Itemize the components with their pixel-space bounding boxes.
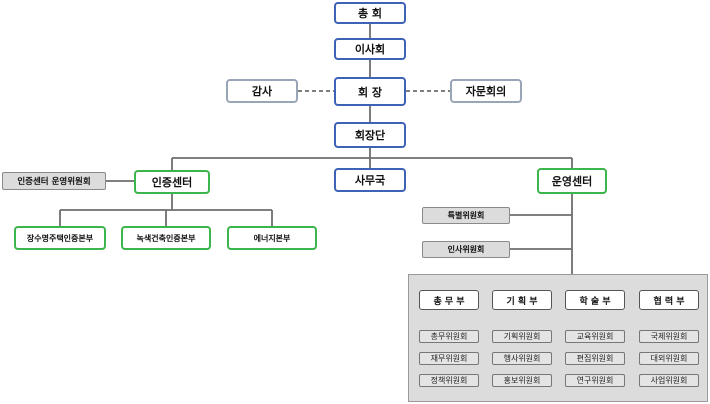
department-box: 협 력 부 <box>639 290 699 310</box>
sub-committee-box: 홍보위원회 <box>492 374 552 387</box>
board-box: 이사회 <box>334 38 406 60</box>
audit-box: 감사 <box>226 79 298 103</box>
sub-committee-box: 정책위원회 <box>419 374 479 387</box>
sub-committee-box: 사업위원회 <box>639 374 699 387</box>
division-box: 장수명주택인증본부 <box>14 226 106 250</box>
advisory-box: 자문회의 <box>450 79 522 103</box>
general-assembly-box: 총 회 <box>334 2 406 24</box>
chairman-group-box: 회장단 <box>334 122 406 148</box>
chairman-box: 회 장 <box>334 77 406 106</box>
sub-committee-box: 재무위원회 <box>419 352 479 365</box>
secretariat-box: 사무국 <box>334 168 406 192</box>
department-box: 총 무 부 <box>419 290 479 310</box>
sub-committee-box: 연구위원회 <box>565 374 625 387</box>
sub-committee-box: 편집위원회 <box>565 352 625 365</box>
division-box: 녹색건축인증본부 <box>121 226 211 250</box>
sub-committee-box: 기획위원회 <box>492 330 552 343</box>
sub-committee-box: 교육위원회 <box>565 330 625 343</box>
sub-committee-box: 대외위원회 <box>639 352 699 365</box>
department-box: 기 획 부 <box>492 290 552 310</box>
certification-center-box: 인증센터 <box>134 170 210 194</box>
department-box: 학 술 부 <box>565 290 625 310</box>
sub-committee-box: 총무위원회 <box>419 330 479 343</box>
sub-committee-box: 행사위원회 <box>492 352 552 365</box>
sub-committee-box: 국제위원회 <box>639 330 699 343</box>
operations-center-box: 운영센터 <box>537 168 607 194</box>
committee-box: 인사위원회 <box>422 241 510 258</box>
committee-box: 특별위원회 <box>422 207 510 224</box>
certification-committee-box: 인증센터 운영위원회 <box>2 172 106 190</box>
division-box: 에너지본부 <box>227 226 317 250</box>
